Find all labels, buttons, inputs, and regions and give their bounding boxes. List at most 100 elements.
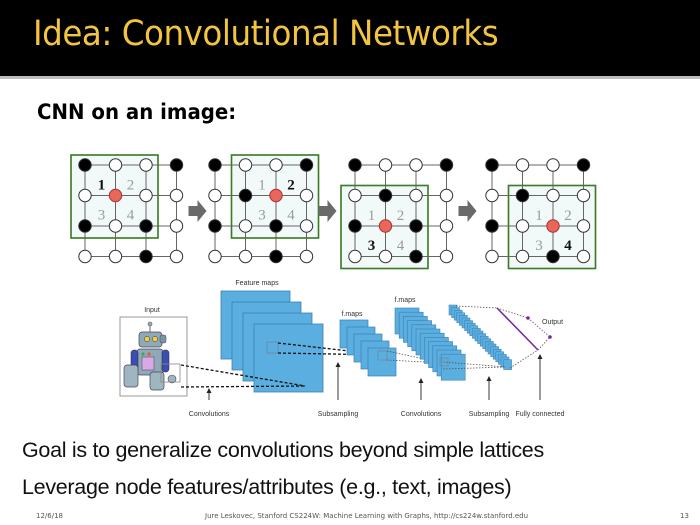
feature-maps-label: Feature maps xyxy=(235,280,279,287)
bullet-goal: Goal is to generalize convolutions beyon… xyxy=(22,438,544,462)
quadrant-label: 2 xyxy=(564,208,572,224)
grid-node xyxy=(78,188,92,203)
robot-icon xyxy=(123,321,177,391)
grid-node xyxy=(409,188,423,203)
grid-node xyxy=(139,249,153,264)
grid-node xyxy=(439,158,454,172)
output-node xyxy=(526,316,530,320)
fully-connected-layer xyxy=(496,307,539,351)
quadrant-label: 4 xyxy=(564,238,572,254)
grid-node xyxy=(269,249,283,264)
grid-node xyxy=(139,188,153,203)
grid-node xyxy=(139,219,153,233)
grid-node xyxy=(348,249,362,264)
grid-node xyxy=(546,158,560,172)
grid-node xyxy=(299,188,314,203)
grid-node xyxy=(169,219,184,233)
grid-node xyxy=(546,188,560,203)
grid-node xyxy=(238,219,253,233)
up-arrow-icon xyxy=(486,376,492,381)
grid-node xyxy=(546,249,560,264)
grid-node xyxy=(108,219,123,233)
grid-node xyxy=(515,219,530,233)
grid-node xyxy=(169,188,184,203)
grid-node xyxy=(378,188,393,203)
right-arrow-icon xyxy=(318,200,337,222)
quadrant-label: 3 xyxy=(368,238,376,254)
grid-node xyxy=(378,158,393,172)
grid-node xyxy=(208,219,222,233)
fmaps-stack-2 xyxy=(394,307,466,381)
output-node xyxy=(548,335,552,339)
quadrant-label: 1 xyxy=(258,178,266,194)
grid-node xyxy=(409,158,423,172)
grid-node xyxy=(208,158,222,172)
up-arrow-icon xyxy=(418,378,424,383)
center-node xyxy=(269,188,283,203)
quadrant-label: 2 xyxy=(287,178,295,194)
grid-node xyxy=(269,158,283,172)
quadrant-label: 3 xyxy=(98,208,106,224)
quadrant-label: 2 xyxy=(397,208,405,224)
fmaps-stack-1 xyxy=(339,319,397,377)
grid-panel-3: 1 2 3 4 xyxy=(340,158,454,270)
bullet-features: Leverage node features/attributes (e.g.,… xyxy=(22,475,512,499)
feature-maps-stack xyxy=(220,290,324,393)
fmaps-label-2: f.maps xyxy=(394,297,416,304)
grid-node xyxy=(169,249,184,264)
center-node xyxy=(546,219,560,233)
grid-node xyxy=(409,219,423,233)
grid-node xyxy=(348,158,362,172)
grid-node xyxy=(378,249,393,264)
grid-node xyxy=(576,249,591,264)
grid-node xyxy=(208,188,222,203)
footer-credit: Jure Leskovec, Stanford CS224W: Machine … xyxy=(205,512,529,520)
grid-node xyxy=(299,158,314,172)
page-number: 13 xyxy=(680,512,689,520)
grid-node xyxy=(78,158,92,172)
center-node xyxy=(108,188,123,203)
fmaps-label-1: f.maps xyxy=(341,311,363,318)
stage-labels: Convolutions Subsampling Convolutions Subsa… xyxy=(189,354,565,418)
grid-node xyxy=(299,219,314,233)
receptive-field-box xyxy=(160,363,181,383)
quadrant-label: 3 xyxy=(258,208,266,224)
grid-node xyxy=(485,219,499,233)
stage-label: Convolutions xyxy=(189,411,230,418)
stage-label: Convolutions xyxy=(401,411,442,418)
quadrant-label: 1 xyxy=(535,208,543,224)
footer-date: 12/6/18 xyxy=(36,512,63,520)
grid-node xyxy=(348,188,362,203)
center-node xyxy=(378,219,393,233)
up-arrow-icon xyxy=(537,354,543,359)
grid-node xyxy=(78,249,92,264)
grid-node xyxy=(515,158,530,172)
grid-node xyxy=(78,219,92,233)
grid-node xyxy=(576,188,591,203)
title-bar: Idea: Convolutional Networks xyxy=(0,0,700,76)
grid-node xyxy=(208,249,222,264)
title-divider xyxy=(0,76,700,79)
stage-label: Fully connected xyxy=(515,411,564,418)
grid-node xyxy=(238,188,253,203)
grid-node xyxy=(485,158,499,172)
right-arrow-icon xyxy=(458,200,477,222)
up-arrow-icon xyxy=(335,362,341,367)
stage-label: Subsampling xyxy=(469,411,510,418)
quadrant-label: 4 xyxy=(127,208,135,224)
grid-node xyxy=(409,249,423,264)
quadrant-label: 1 xyxy=(368,208,376,224)
grid-node xyxy=(439,219,454,233)
grid-node xyxy=(576,158,591,172)
slide-subtitle: CNN on an image: xyxy=(37,100,237,124)
grid-node xyxy=(439,249,454,264)
cnn-pipeline-diagram: Input Feature maps f.maps xyxy=(119,280,565,418)
stage-label: Subsampling xyxy=(318,411,359,418)
quadrant-label: 4 xyxy=(397,238,405,254)
grid-node xyxy=(515,249,530,264)
